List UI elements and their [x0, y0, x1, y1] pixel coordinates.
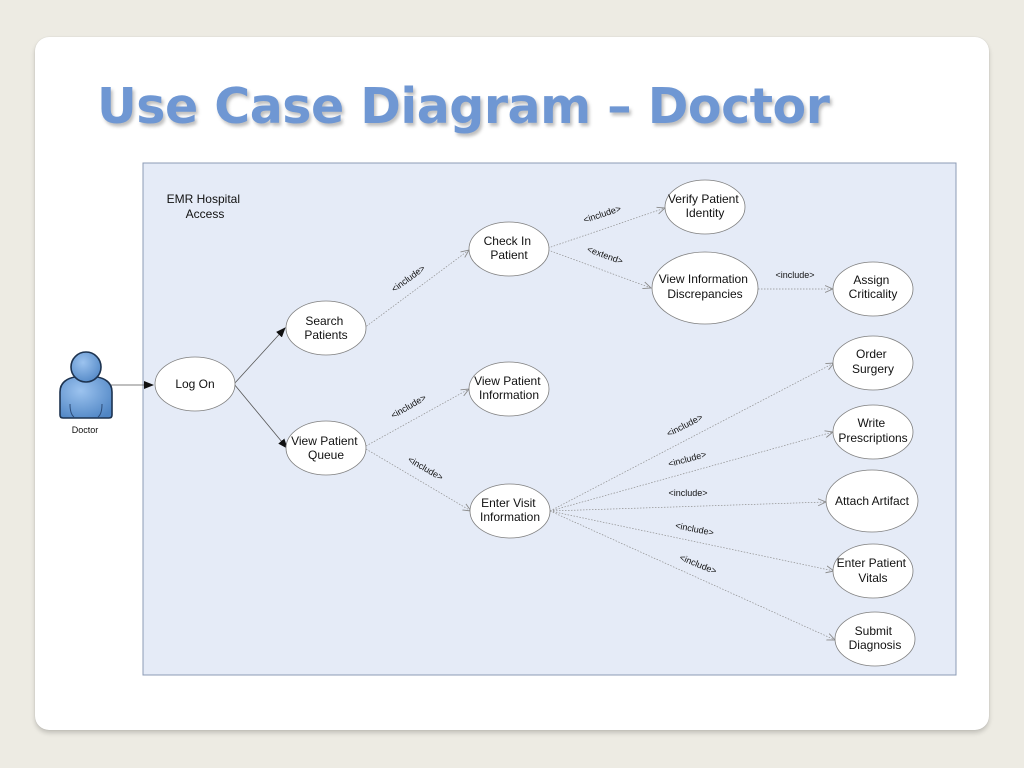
use-case-attach-artifact[interactable]: Attach Artifact [835, 494, 910, 508]
use-case-check-in-patient-shape [468, 221, 550, 277]
label-visit-artifact: <include> [668, 488, 707, 498]
use-case-view-patient-information[interactable]: View Patient Information [474, 374, 544, 402]
actor-doctor-label: Doctor [72, 425, 99, 435]
use-case-view-patient-information-shape [468, 361, 550, 417]
dependency-visit-prescriptions [549, 432, 833, 512]
use-case-search-patients[interactable]: Search Patients [304, 314, 347, 342]
use-case-enter-visit-information[interactable]: Enter Visit Information [480, 496, 540, 524]
use-case-check-in-patient[interactable]: Check In Patient [484, 234, 535, 262]
use-case-write-prescriptions[interactable]: Write Prescriptions [838, 416, 907, 445]
dependency-queue-enter-visit [365, 448, 471, 511]
dependency-check-in-discrepancies [547, 249, 651, 288]
use-case-view-information-discrepancies[interactable]: View Information Discrepancies [659, 272, 752, 301]
use-case-log-on[interactable]: Log On [175, 377, 214, 391]
use-case-submit-diagnosis-shape [834, 611, 916, 667]
use-case-log-on-shape [154, 356, 236, 412]
use-case-view-information-discrepancies-shape [651, 251, 759, 325]
use-case-verify-patient-identity[interactable]: Verify Patient Identity [668, 192, 742, 220]
dependency-search-check-in [363, 250, 469, 329]
use-case-order-surgery-shape [832, 335, 914, 391]
actor-doctor[interactable]: Doctor [59, 351, 113, 435]
dependency-check-in-verify [547, 208, 665, 249]
use-case-submit-diagnosis[interactable]: Submit Diagnosis [849, 624, 902, 652]
association-log-on-queue [233, 383, 288, 449]
use-case-enter-patient-vitals[interactable]: Enter Patient Vitals [837, 556, 910, 585]
use-case-order-surgery[interactable]: Order Surgery [852, 347, 894, 376]
person-icon [59, 351, 113, 419]
label-discrepancies-criticality: <include> [775, 270, 814, 280]
dependency-visit-vitals [549, 510, 834, 571]
dependency-visit-diagnosis [549, 510, 835, 640]
slide-title: Use Case Diagram – Doctor [97, 78, 830, 135]
use-case-attach-artifact-shape [825, 469, 919, 533]
dependency-visit-surgery [549, 363, 834, 512]
use-case-write-prescriptions-shape [832, 404, 914, 460]
system-boundary-label: EMR Hospital Access [167, 192, 244, 221]
association-log-on-search [233, 327, 286, 385]
use-case-enter-patient-vitals-shape [832, 543, 914, 599]
use-case-view-patient-queue[interactable]: View Patient Queue [291, 434, 361, 462]
use-case-verify-patient-identity-shape [664, 179, 746, 235]
system-boundary [142, 162, 957, 676]
use-case-assign-criticality-shape [832, 261, 914, 317]
use-case-search-patients-shape [285, 300, 367, 356]
use-case-enter-visit-information-shape [469, 483, 551, 539]
dependency-visit-artifact [549, 502, 826, 512]
use-case-view-patient-queue-shape [285, 420, 367, 476]
use-case-assign-criticality[interactable]: Assign Criticality [849, 273, 898, 301]
